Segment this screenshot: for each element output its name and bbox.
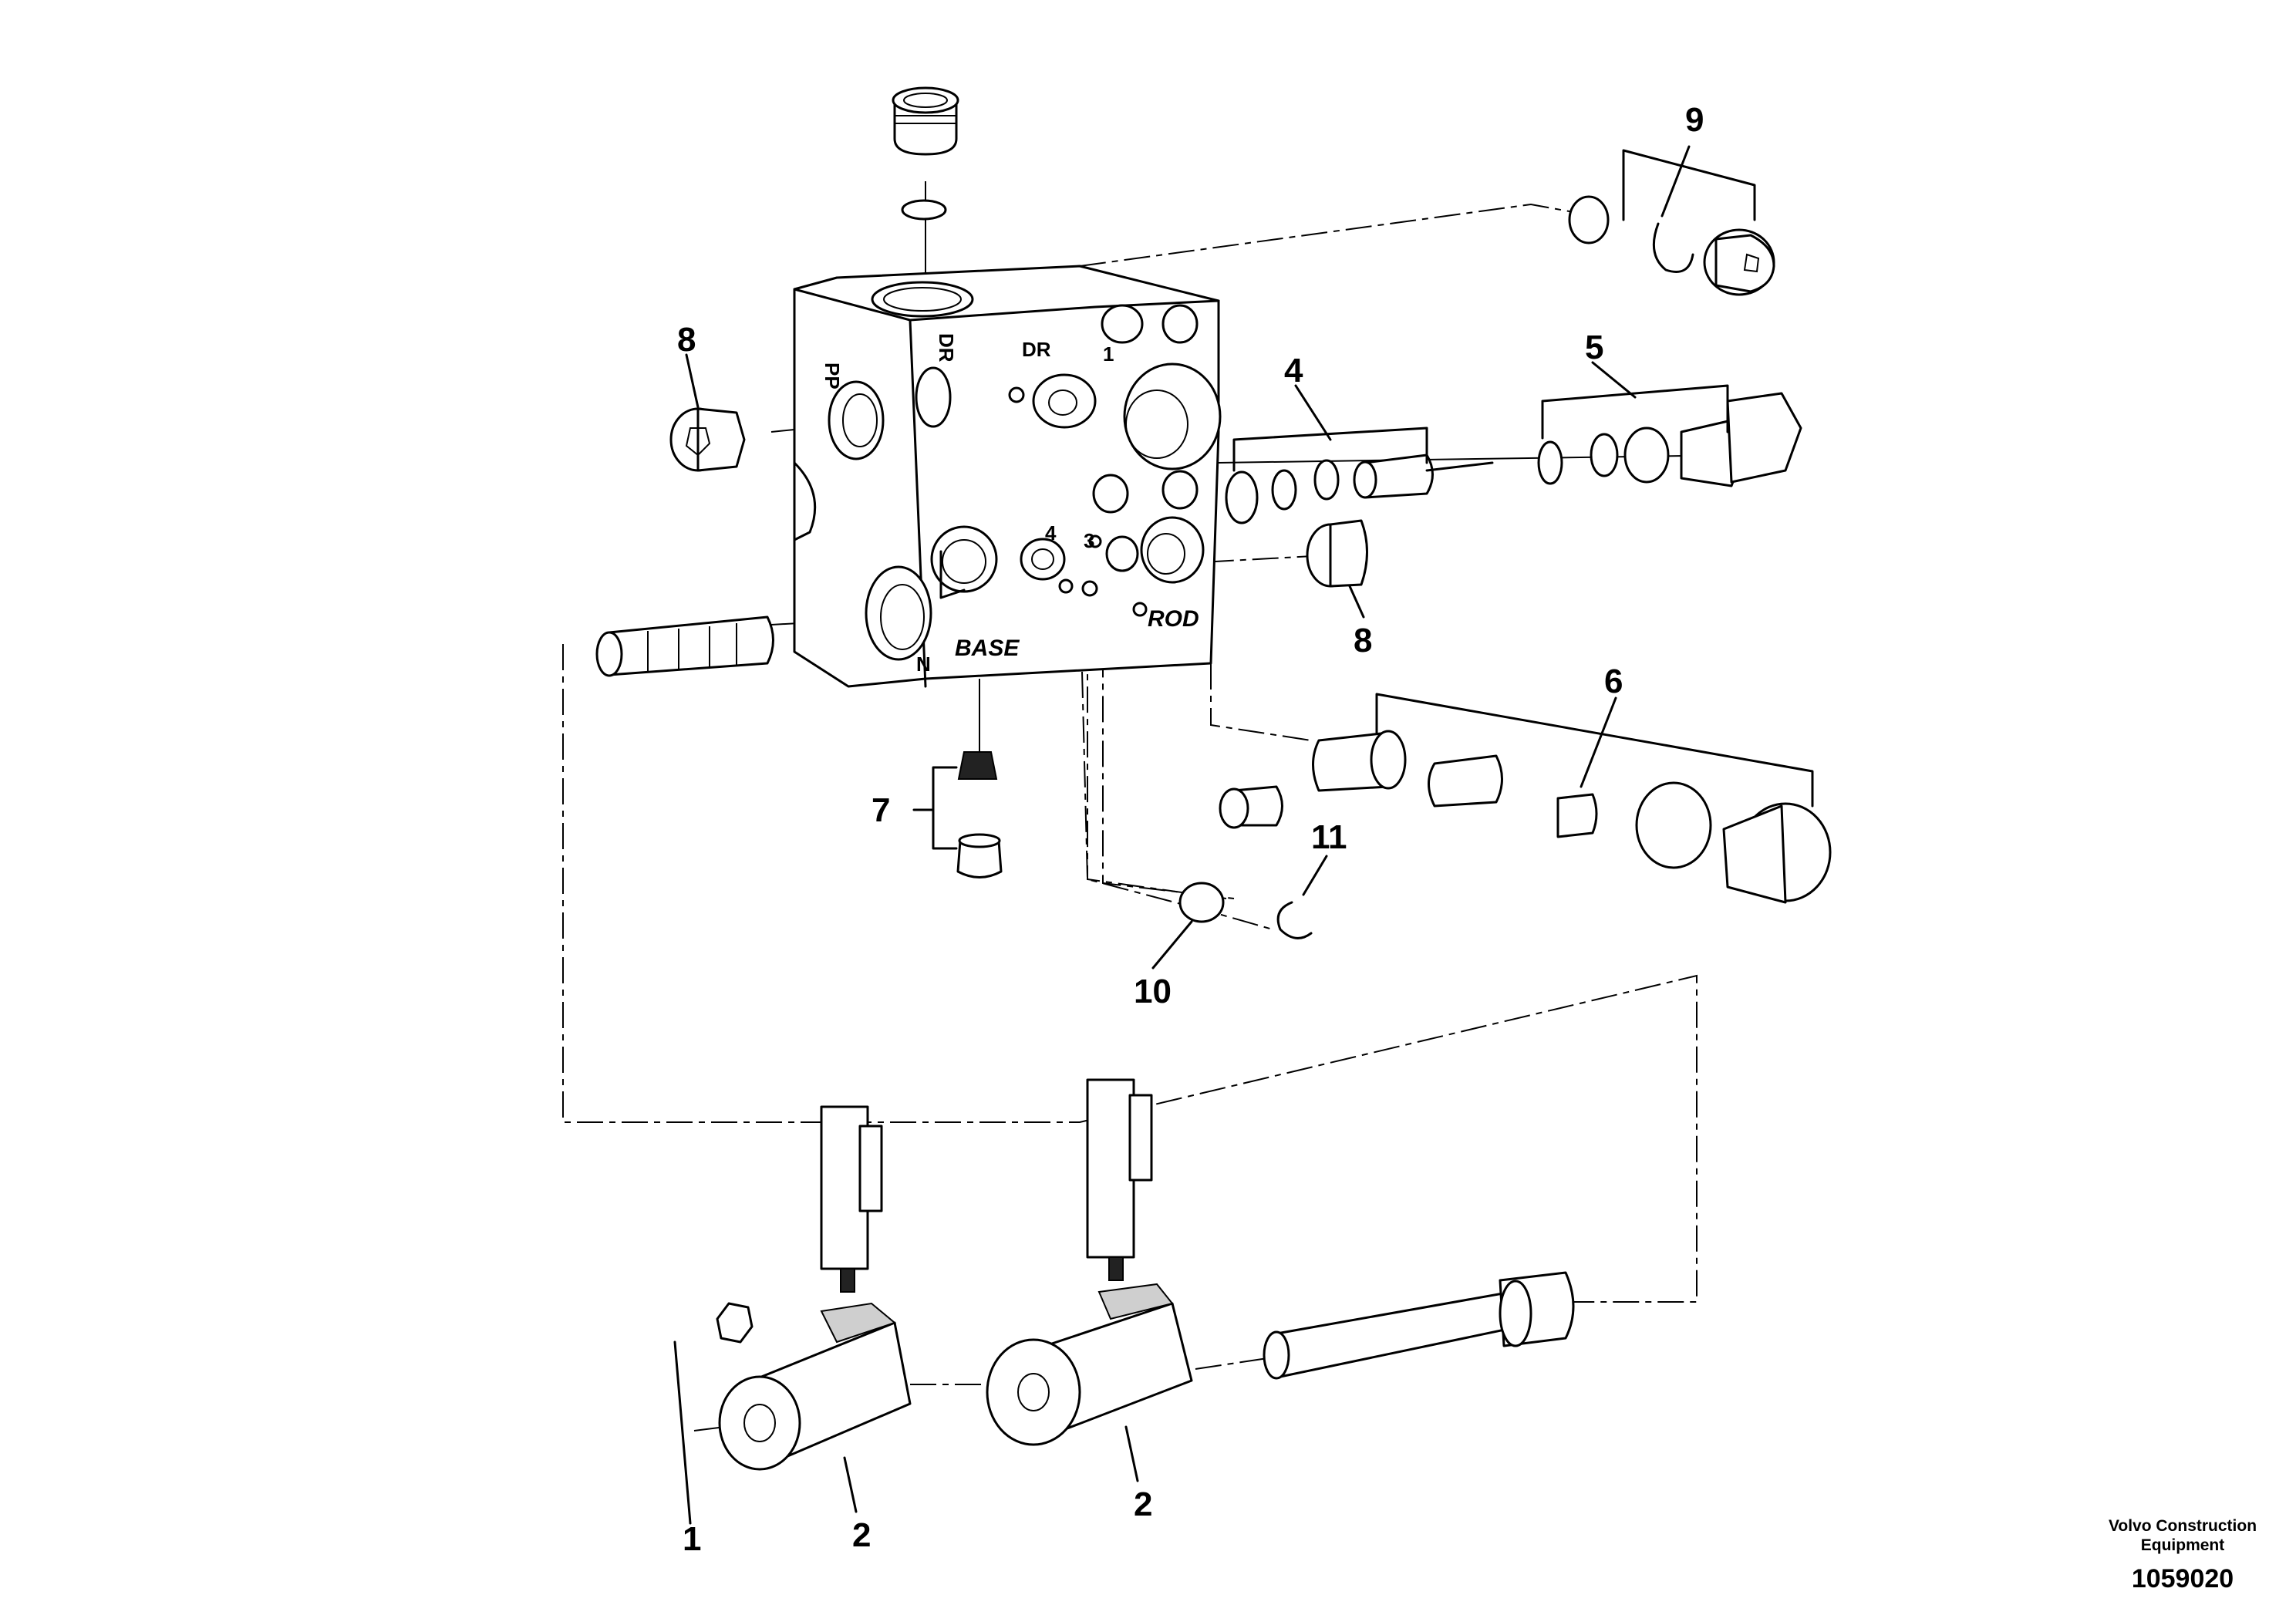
bracket-7 bbox=[932, 766, 958, 850]
callout-11: 11 bbox=[1311, 818, 1347, 856]
item4-parts bbox=[1225, 454, 1494, 524]
solenoid-left bbox=[716, 1105, 912, 1471]
port-label-dr-top: DR bbox=[935, 333, 958, 363]
callout-8-left: 8 bbox=[677, 321, 696, 359]
left-spool bbox=[595, 615, 774, 677]
callout-1: 1 bbox=[683, 1520, 701, 1558]
bracket-6 bbox=[1375, 693, 1814, 808]
callout-8-right: 8 bbox=[1354, 622, 1372, 659]
callout-5: 5 bbox=[1585, 329, 1603, 366]
port-label-1: 1 bbox=[1103, 342, 1114, 366]
item10-11-parts bbox=[1178, 785, 1313, 939]
port-label-pp: PP bbox=[821, 363, 844, 389]
callout-numbers: 9 8 4 5 8 6 7 11 10 1 2 2 bbox=[677, 101, 1704, 1558]
valve-cartridge bbox=[1263, 1271, 1575, 1380]
item8-plug-right bbox=[1306, 519, 1368, 588]
callout-6: 6 bbox=[1604, 663, 1623, 700]
port-label-3: 3 bbox=[1084, 529, 1094, 552]
item9-parts bbox=[1568, 195, 1775, 296]
top-cap bbox=[892, 86, 959, 221]
bracket-5 bbox=[1541, 384, 1729, 440]
port-label-rod: ROD bbox=[1148, 606, 1199, 632]
item8-plug-left bbox=[669, 407, 746, 472]
valve-block bbox=[793, 265, 1222, 688]
item5-parts bbox=[1537, 392, 1802, 487]
callout-10: 10 bbox=[1134, 973, 1172, 1010]
brand-line-2: Equipment bbox=[2141, 1536, 2225, 1554]
callout-2-right: 2 bbox=[1134, 1485, 1152, 1523]
footer-block: Volvo Construction Equipment 1059020 bbox=[2109, 1517, 2257, 1593]
port-labels: PP DR DR 1 4 3 BASE ROD N bbox=[821, 333, 1199, 676]
item6-parts bbox=[1312, 730, 1832, 904]
port-label-n: N bbox=[916, 653, 931, 676]
callout-4: 4 bbox=[1284, 352, 1303, 389]
bracket-9 bbox=[1622, 149, 1756, 221]
callout-7: 7 bbox=[872, 791, 890, 829]
port-label-4: 4 bbox=[1045, 521, 1057, 545]
solenoid-right bbox=[986, 1078, 1193, 1446]
callout-2-left: 2 bbox=[852, 1516, 871, 1554]
callout-9: 9 bbox=[1685, 101, 1704, 139]
item7-parts bbox=[956, 751, 1003, 878]
port-label-base: BASE bbox=[955, 636, 1020, 661]
drawing-number: 1059020 bbox=[2132, 1564, 2234, 1593]
brand-line-1: Volvo Construction bbox=[2109, 1517, 2257, 1535]
port-label-dr: DR bbox=[1022, 338, 1051, 361]
bracket-4 bbox=[1232, 427, 1428, 472]
